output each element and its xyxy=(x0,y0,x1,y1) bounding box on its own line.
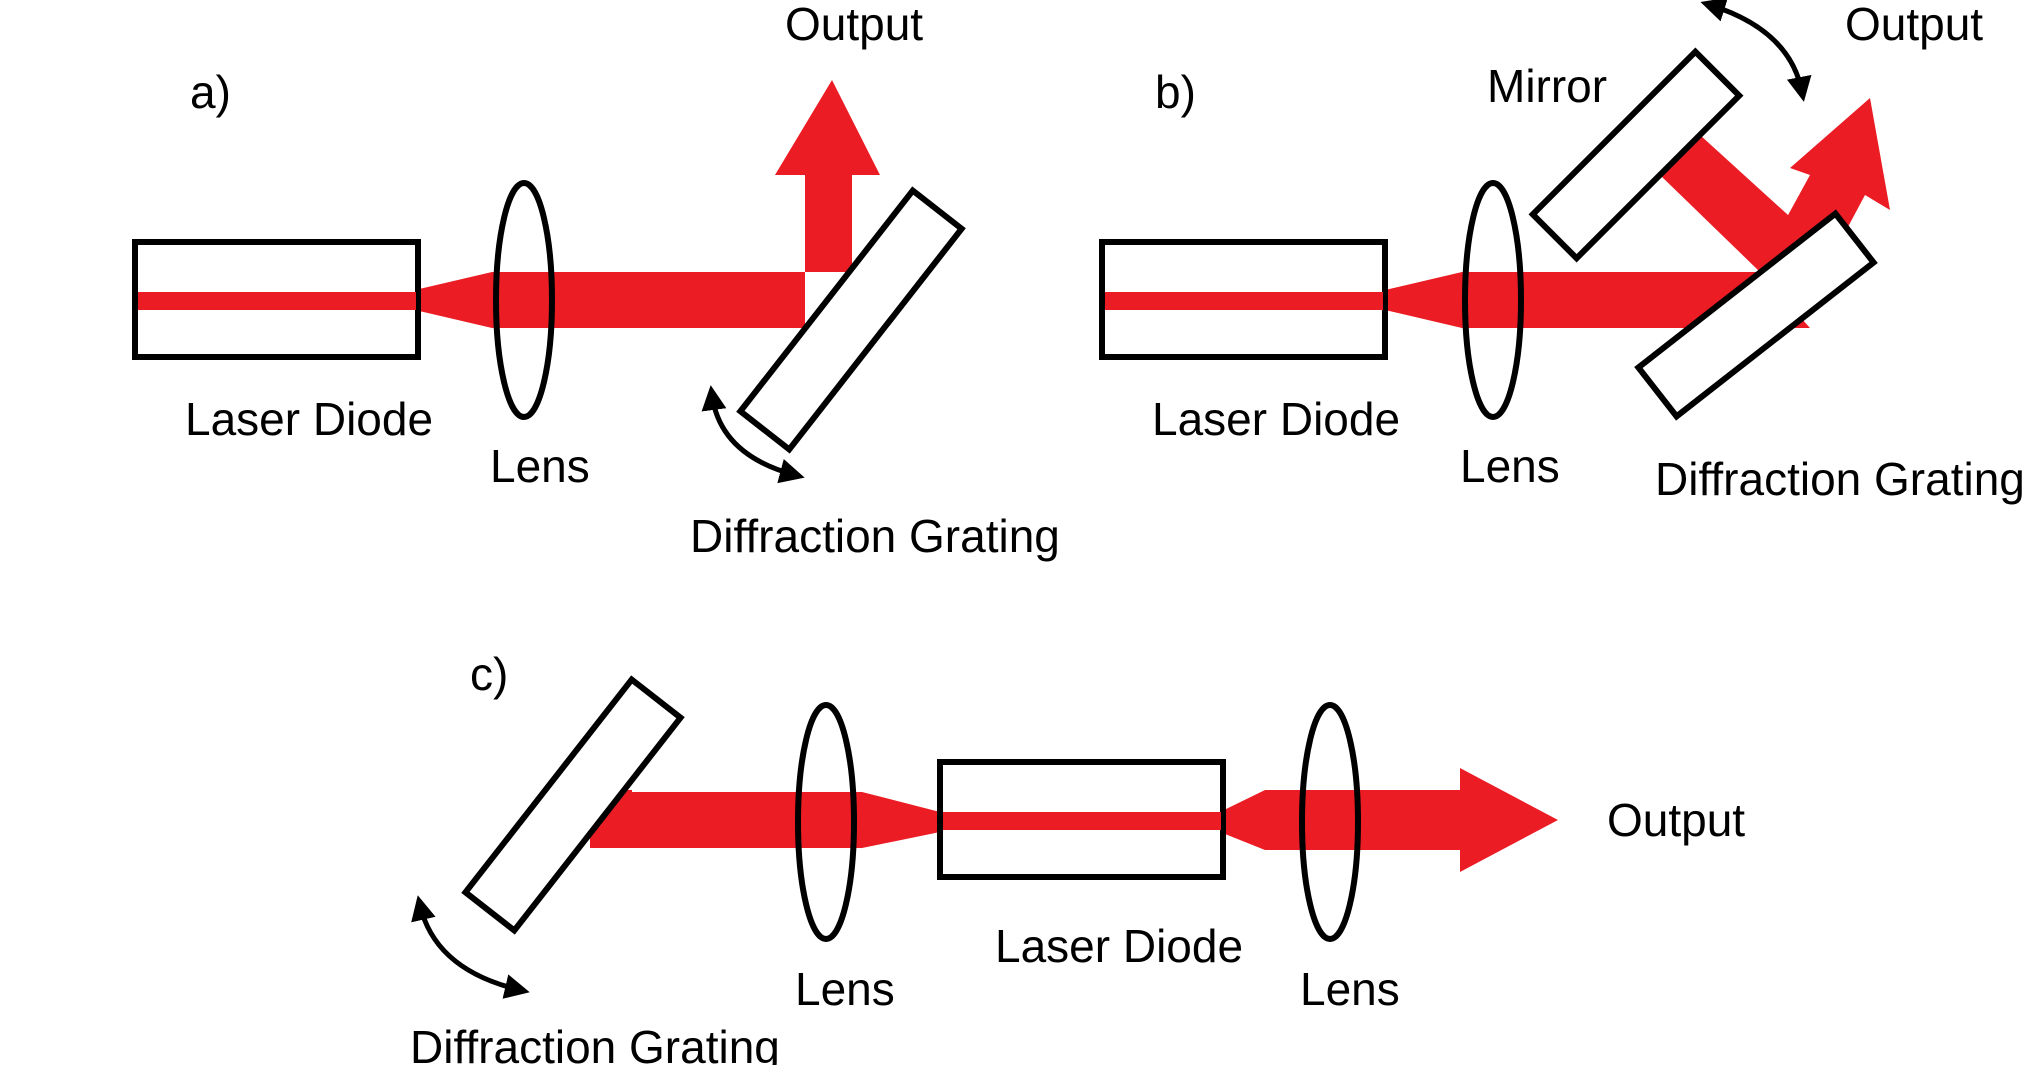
panel-b-laser-beam-core xyxy=(1105,292,1383,310)
panel-b-lens-label: Lens xyxy=(1460,440,1560,492)
panel-c-lens-2 xyxy=(1299,702,1361,942)
panel-a-rotation-arrow-icon xyxy=(701,385,805,484)
panel-a-grating-label: Diffraction Grating xyxy=(690,510,1060,562)
panel-c-laser-beam-core xyxy=(943,812,1221,830)
panel-a-beam xyxy=(415,272,805,328)
panel-c-output-arrow xyxy=(1220,768,1558,872)
panel-b-output-label: Output xyxy=(1845,0,1983,50)
panel-c-tag: c) xyxy=(470,648,508,700)
panel-a-lens-label: Lens xyxy=(490,440,590,492)
panel-c-lens-1-label: Lens xyxy=(795,963,895,1015)
panel-c-lens-1 xyxy=(795,702,857,942)
panel-b-tag: b) xyxy=(1155,66,1196,118)
panel-a-output-arrow xyxy=(775,80,880,272)
panel-c-rotation-arrow-icon xyxy=(411,895,530,999)
panel-c-laser-label: Laser Diode xyxy=(995,920,1243,972)
panel-c-output-label: Output xyxy=(1607,794,1745,846)
panel-a-laser-label: Laser Diode xyxy=(185,393,433,445)
panel-a-tag: a) xyxy=(190,66,231,118)
panel-a: a) Laser Diode Lens Diffraction Grating … xyxy=(132,0,1060,562)
panel-c: c) Laser Diode Lens Lens Diffraction Gra… xyxy=(410,648,1745,1065)
panel-b-mirror-beam xyxy=(1660,135,1810,272)
panel-a-laser-beam-core xyxy=(138,292,416,310)
panel-a-output-label: Output xyxy=(785,0,923,50)
panel-b-laser-label: Laser Diode xyxy=(1152,393,1400,445)
panel-b-grating-label: Diffraction Grating xyxy=(1655,453,2025,505)
panel-c-grating-label: Diffraction Grating xyxy=(410,1021,780,1065)
panel-a-lens xyxy=(493,180,555,420)
panel-b-diffraction-grating xyxy=(1634,209,1878,421)
panel-c-left-beam xyxy=(590,790,940,848)
panel-b: b) Laser Diode Lens Diffraction Grating … xyxy=(1099,0,2025,505)
panel-b-output-arrow xyxy=(1770,98,1890,270)
panel-b-mirror-label: Mirror xyxy=(1487,60,1607,112)
panel-b-lens xyxy=(1462,180,1524,420)
panel-c-lens-2-label: Lens xyxy=(1300,963,1400,1015)
panel-b-rotation-arrow-icon xyxy=(1700,0,1812,102)
